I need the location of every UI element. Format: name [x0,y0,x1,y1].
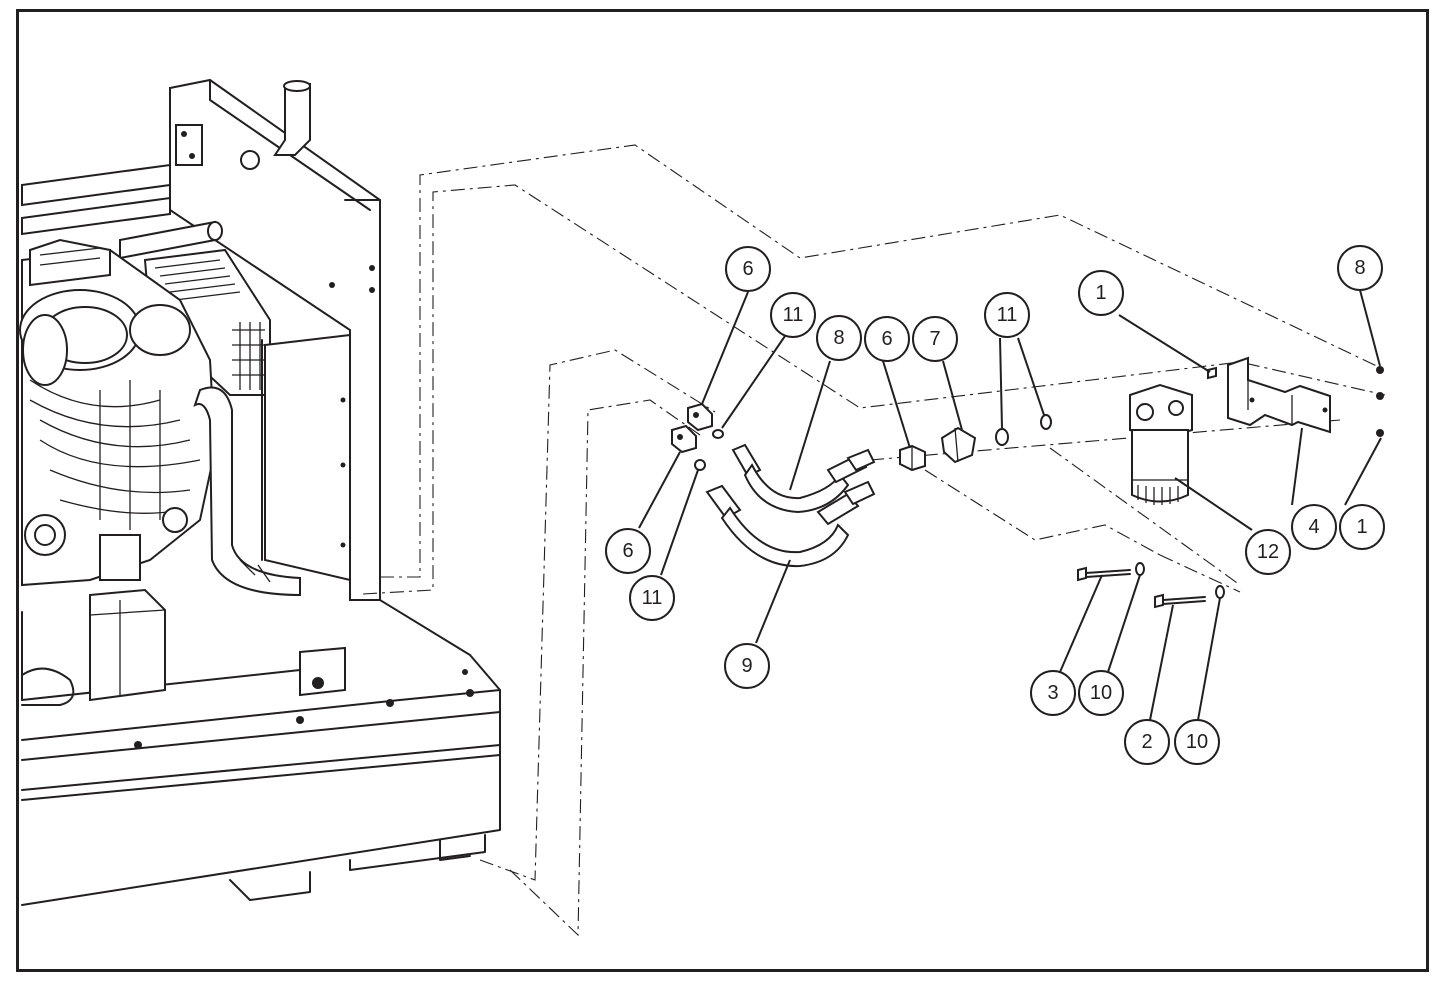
svg-text:1: 1 [1095,282,1106,304]
svg-text:11: 11 [642,587,663,609]
svg-text:8: 8 [1354,257,1365,279]
svg-text:3: 3 [1047,682,1058,704]
callout-1-right: 1 [1339,504,1385,550]
callout-12: 12 [1245,529,1291,575]
callout-9: 9 [724,643,770,689]
callout-10-upper: 10 [1078,670,1124,716]
bolt-2 [1154,585,1225,609]
svg-text:1: 1 [1356,516,1367,538]
callout-6-right: 6 [864,316,910,362]
callout-6-left: 6 [605,528,651,574]
callout-10-lower: 10 [1174,719,1220,765]
callout-11-top: 11 [770,292,816,338]
callout-1-top: 1 [1078,270,1124,316]
bolt-3 [1077,562,1145,582]
svg-text:10: 10 [1090,682,1112,704]
svg-text:6: 6 [742,258,753,280]
callout-2: 2 [1124,719,1170,765]
callout-11-right: 11 [984,292,1030,338]
parts [671,356,1384,609]
callout-8-hose: 8 [816,315,862,361]
generator-assembly [19,78,501,906]
mounting-bracket-4 [1227,356,1331,434]
callout-6-top: 6 [725,246,771,292]
svg-text:6: 6 [622,540,633,562]
callout-4: 4 [1291,504,1337,550]
hose-routing-lines [362,144,1386,937]
callout-8-right: 8 [1337,245,1383,291]
svg-text:2: 2 [1141,731,1152,753]
svg-text:4: 4 [1308,516,1319,538]
svg-text:11: 11 [997,304,1018,326]
oil-filter-12 [1129,383,1193,505]
svg-text:11: 11 [783,304,804,326]
callout-11-left: 11 [629,575,675,621]
svg-text:6: 6 [881,328,892,350]
drawing-border [16,9,1429,972]
callout-3: 3 [1030,670,1076,716]
svg-text:10: 10 [1186,731,1208,753]
svg-text:7: 7 [929,328,940,350]
hose-9 [705,480,876,568]
callout-7: 7 [912,316,958,362]
fitting-6-right [899,444,926,472]
fitting-6-lower [671,424,697,454]
callouts: 6 11 8 6 7 11 1 8 12 4 1 6 11 9 3 10 2 1… [605,245,1385,765]
svg-text:12: 12 [1257,541,1279,563]
leader-lines [638,289,1382,721]
svg-text:8: 8 [833,327,844,349]
hose-8 [731,443,876,514]
svg-text:9: 9 [741,655,752,677]
elbow-fitting-7 [940,426,977,464]
